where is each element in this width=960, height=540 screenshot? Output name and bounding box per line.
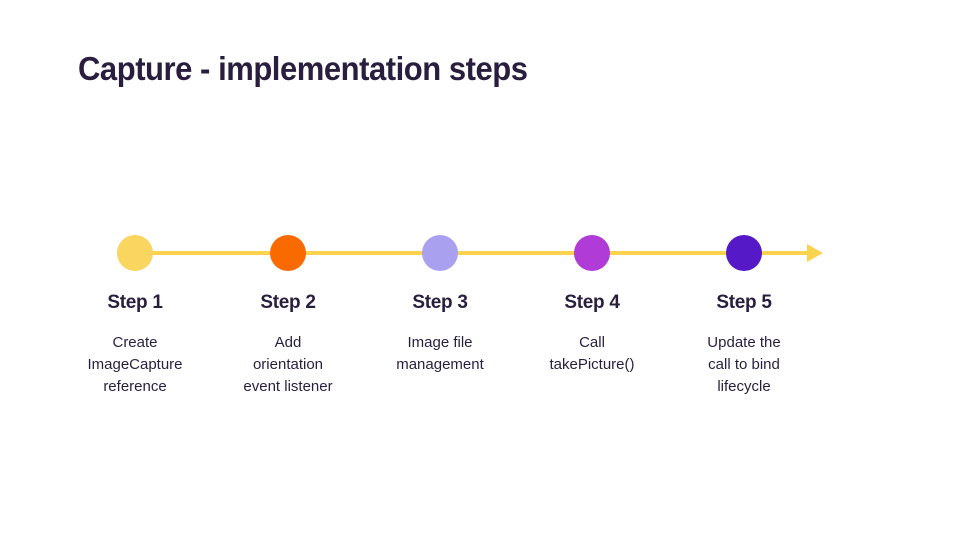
step-2-column: Step 2 Add orientation event listener (212, 292, 364, 398)
step-5-dot (726, 235, 762, 271)
step-2-dot (270, 235, 306, 271)
step-1-label: Step 1 (107, 292, 163, 313)
step-4-dot (574, 235, 610, 271)
step-3-dot (422, 235, 458, 271)
step-4-label: Step 4 (564, 292, 620, 313)
step-3-description: Image file management (396, 334, 484, 373)
step-2-description: Add orientation event listener (243, 334, 333, 395)
step-5-description: Update the call to bind lifecycle (707, 334, 781, 395)
page-title: Capture - implementation steps (78, 50, 528, 87)
step-5-column: Step 5 Update the call to bind lifecycle (668, 292, 820, 398)
step-4-column: Step 4 Call takePicture() (516, 292, 668, 376)
arrow-right-icon (807, 244, 823, 262)
step-2-label: Step 2 (260, 292, 316, 313)
step-4-description: Call takePicture() (549, 334, 635, 373)
step-3-label: Step 3 (412, 292, 468, 313)
timeline-line (135, 251, 809, 255)
step-5-label: Step 5 (716, 292, 772, 313)
step-1-description: Create ImageCapture reference (87, 334, 183, 395)
step-1-dot (117, 235, 153, 271)
step-1-column: Step 1 Create ImageCapture reference (59, 292, 211, 398)
step-3-column: Step 3 Image file management (364, 292, 516, 376)
